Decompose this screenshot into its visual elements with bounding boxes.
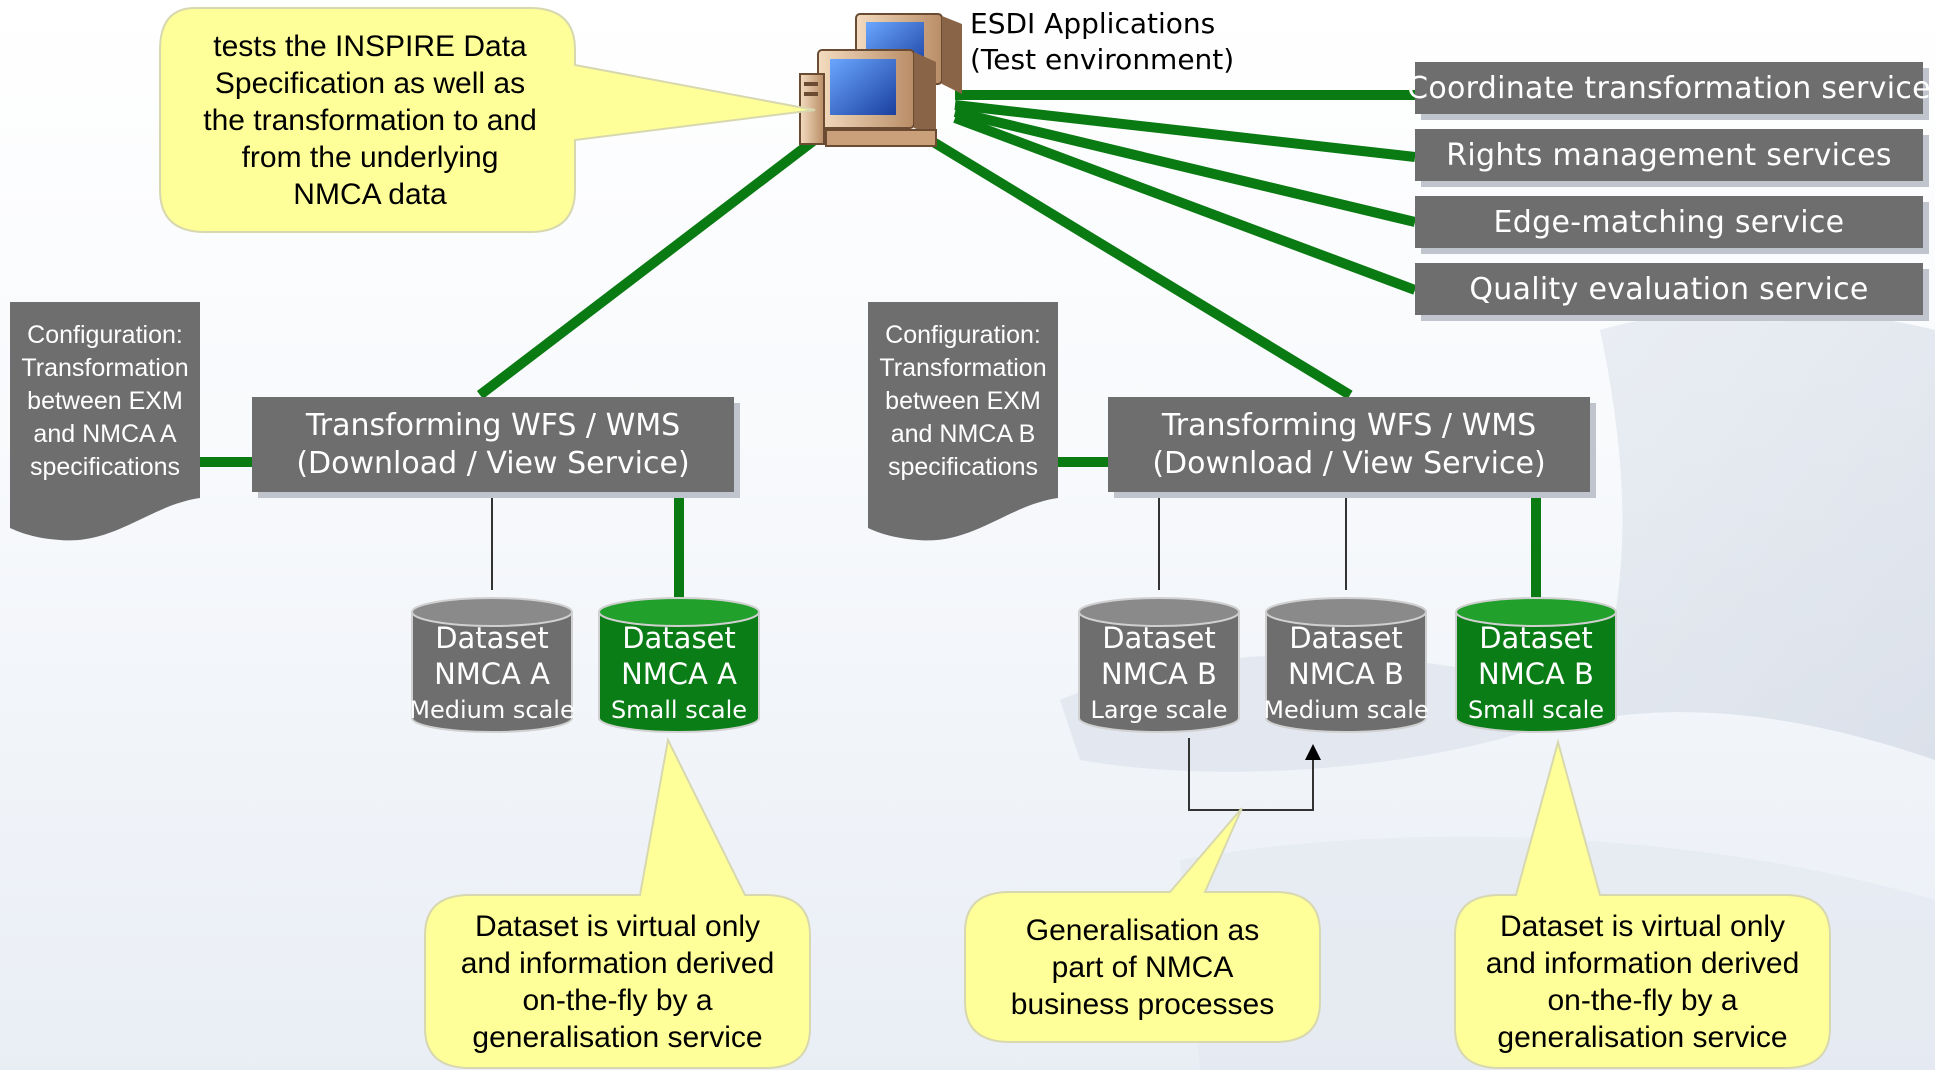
service-box-edge-matching: Edge-matching service	[1415, 196, 1923, 248]
service-box-rights: Rights management services	[1415, 129, 1923, 181]
callout-line: on-the-fly by a	[1547, 984, 1738, 1017]
callout-virtual-a: Dataset is virtual only and information …	[430, 902, 805, 1062]
dataset-title: Dataset	[1289, 621, 1403, 655]
callout-line: generalisation service	[472, 1021, 763, 1054]
link-wfs-b	[927, 135, 1353, 400]
config-line: Configuration:	[27, 320, 183, 349]
cylinder-b-large	[1078, 597, 1240, 733]
link-wfs-a	[476, 128, 829, 399]
dataset-name: NMCA B	[1478, 657, 1594, 691]
callout-line: Specification as well as	[214, 66, 526, 100]
link-quality-service	[953, 113, 1417, 295]
link-edge-service	[953, 107, 1417, 227]
dataset-b-small: Dataset NMCA B Small scale	[1446, 620, 1626, 728]
config-line: between EXM	[885, 386, 1041, 415]
wfs-box-a: Transforming WFS / WMS (Download / View …	[252, 397, 734, 492]
cylinder-b-small	[1455, 597, 1617, 733]
wfs-box-b: Transforming WFS / WMS (Download / View …	[1108, 397, 1590, 492]
callout-line: NMCA data	[293, 177, 447, 211]
dataset-scale: Medium scale	[409, 696, 575, 724]
link-rights-service	[954, 100, 1416, 162]
cylinder-b-medium	[1265, 597, 1427, 733]
callout-line: and information derived	[1485, 947, 1800, 980]
dataset-b-medium: Dataset NMCA B Medium scale	[1256, 620, 1436, 728]
dataset-a-small: Dataset NMCA A Small scale	[589, 620, 769, 728]
config-line: specifications	[887, 452, 1039, 481]
service-label: Coordinate transformation service	[1407, 70, 1931, 106]
callout-line: and information derived	[460, 947, 775, 980]
dataset-name: NMCA B	[1101, 657, 1217, 691]
cylinder-a-small	[598, 597, 760, 733]
cylinder-a-medium	[411, 597, 573, 733]
dataset-scale: Small scale	[610, 696, 748, 724]
config-line: Transformation	[879, 353, 1047, 382]
dataset-name: NMCA A	[621, 657, 737, 691]
esdi-title: ESDI Applications	[970, 7, 1216, 40]
config-line: and NMCA A	[33, 419, 177, 448]
service-label: Edge-matching service	[1493, 204, 1845, 240]
callout-line: Generalisation as	[1025, 913, 1260, 947]
dataset-a-medium: Dataset NMCA A Medium scale	[402, 620, 582, 728]
callout-line: tests the INSPIRE Data	[213, 29, 527, 63]
callout-line: the transformation to and	[203, 103, 537, 137]
service-box-quality: Quality evaluation service	[1415, 263, 1923, 315]
callout-virtual-b: Dataset is virtual only and information …	[1460, 902, 1825, 1062]
wfs-title: Transforming WFS / WMS	[1161, 407, 1537, 443]
callout-line: Dataset is virtual only	[474, 910, 761, 943]
service-label: Rights management services	[1446, 137, 1892, 173]
callout-line: business processes	[1010, 987, 1275, 1021]
callout-line: from the underlying	[241, 140, 499, 174]
service-label: Quality evaluation service	[1469, 271, 1869, 307]
dataset-name: NMCA A	[434, 657, 550, 691]
wfs-subtitle: (Download / View Service)	[296, 445, 690, 481]
dataset-scale: Large scale	[1090, 696, 1228, 724]
dataset-scale: Small scale	[1467, 696, 1605, 724]
config-line: Transformation	[21, 353, 189, 382]
config-line: specifications	[29, 452, 181, 481]
dataset-b-large: Dataset NMCA B Large scale	[1069, 620, 1249, 728]
wfs-title: Transforming WFS / WMS	[305, 407, 681, 443]
top-callout: tests the INSPIRE Data Specification as …	[170, 20, 570, 220]
config-doc-a: Configuration: Transformation between EX…	[10, 316, 200, 486]
callout-generalisation: Generalisation as part of NMCA business …	[970, 898, 1315, 1036]
computer-workstation-icon	[799, 13, 962, 147]
config-line: Configuration:	[885, 320, 1041, 349]
arrow-head-icon	[1305, 744, 1321, 760]
callout-line: Dataset is virtual only	[1499, 910, 1786, 943]
generalisation-arrow-line	[1188, 738, 1314, 811]
esdi-label: ESDI Applications (Test environment)	[970, 6, 1270, 78]
dataset-name: NMCA B	[1288, 657, 1404, 691]
dataset-title: Dataset	[622, 621, 736, 655]
callout-line: generalisation service	[1497, 1021, 1788, 1054]
esdi-subtitle: (Test environment)	[970, 43, 1235, 76]
config-line: between EXM	[27, 386, 183, 415]
callout-line: on-the-fly by a	[522, 984, 713, 1017]
wfs-subtitle: (Download / View Service)	[1152, 445, 1546, 481]
callout-line: part of NMCA	[1051, 950, 1234, 984]
dataset-scale: Medium scale	[1263, 696, 1429, 724]
config-line: and NMCA B	[890, 419, 1036, 448]
config-doc-b: Configuration: Transformation between EX…	[868, 316, 1058, 486]
dataset-title: Dataset	[435, 621, 549, 655]
service-box-coordinate: Coordinate transformation service	[1407, 62, 1931, 114]
dataset-title: Dataset	[1479, 621, 1593, 655]
dataset-title: Dataset	[1102, 621, 1216, 655]
